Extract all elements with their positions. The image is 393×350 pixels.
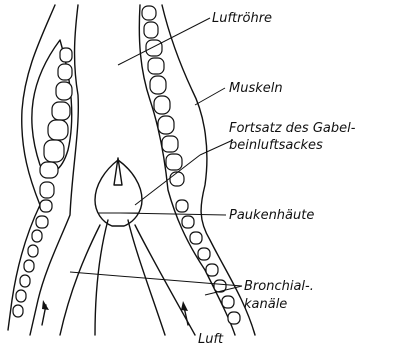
air-arrow-left-icon <box>42 300 49 325</box>
label-bronchi-line1: Bronchial-. <box>244 279 314 294</box>
left-cartilage-rings <box>13 48 72 317</box>
label-process-line1: Fortsatz des Gabel- <box>229 121 356 136</box>
fork-pessulus <box>95 160 142 226</box>
left-bronchus-outer <box>95 220 108 335</box>
left-bronchus-inner <box>60 225 100 335</box>
right-cartilage-rings <box>142 6 240 324</box>
label-bronchi-line2: kanäle <box>244 297 287 312</box>
label-muscles: Muskeln <box>229 81 283 96</box>
label-trachea: Luftröhre <box>212 11 272 26</box>
label-tympanic: Paukenhäute <box>229 208 314 223</box>
label-process-line2: beinluftsackes <box>229 138 323 153</box>
label-air: Luft <box>198 332 224 347</box>
